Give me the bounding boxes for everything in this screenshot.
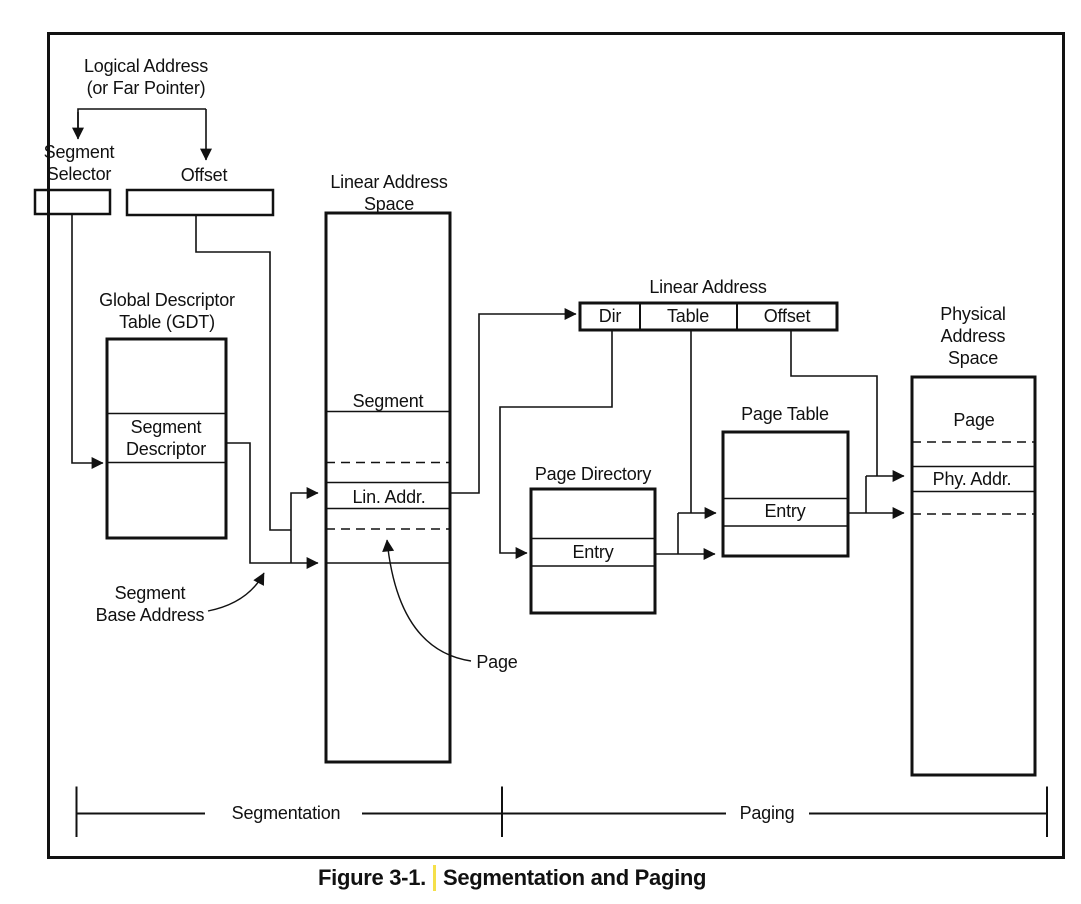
page-table-box (721, 430, 850, 558)
page-row-label: Page (953, 410, 995, 430)
offset-field-label: Offset (763, 306, 811, 326)
physical-address-space-box (910, 375, 1037, 777)
pd-entry-label: Entry (572, 542, 614, 562)
linear-address-space-box (324, 211, 452, 764)
paging-bracket (502, 786, 1048, 837)
segment-base-line (226, 442, 319, 569)
dir-field-label: Dir (598, 306, 622, 326)
phy-addr-row-label: Phy. Addr. (932, 469, 1012, 489)
caption-prefix: Figure 3-1. (318, 865, 426, 890)
segment-descriptor-label: Segment Descriptor (125, 417, 207, 459)
las-dashed-rows (326, 461, 450, 530)
physical-address-space-label: Physical Address Space (940, 304, 1006, 368)
gdt-box (105, 337, 228, 540)
page-table-entry-rows (723, 497, 848, 527)
offset-field-line (790, 331, 878, 476)
linear-address-field-dividers (639, 303, 738, 330)
segment-selector-label: Segment Selector (43, 142, 115, 184)
lin-addr-row-label: Lin. Addr. (352, 487, 426, 507)
caption-title: Segmentation and Paging (442, 865, 707, 890)
selector-to-descriptor-line (71, 214, 104, 469)
offset-to-junction-line (195, 216, 291, 531)
dir-to-pd-entry-line (499, 331, 613, 559)
figure-caption: Figure 3-1. Segmentation and Paging (318, 865, 706, 891)
offset-label: Offset (180, 165, 228, 185)
pt-entry-label: Entry (764, 501, 806, 521)
logical-address-label: Logical Address (or Far Pointer) (83, 56, 209, 98)
page-callout-label: Page (476, 652, 518, 672)
linear-address-space-label: Linear Address Space (330, 172, 448, 214)
page-table-label: Page Table (741, 404, 829, 424)
page-directory-box (529, 487, 657, 615)
page-directory-entry-rows (531, 537, 655, 567)
phys-dashed-rows (912, 441, 1035, 515)
paging-bracket-label: Paging (739, 803, 795, 823)
figure-border (47, 32, 1065, 859)
gdt-descriptor-row-lines (107, 412, 226, 464)
linear-address-label: Linear Address (649, 277, 767, 297)
caption-highlight-mark (432, 865, 436, 891)
linear-address-fields-box (578, 301, 839, 332)
segment-base-address-label: Segment Base Address (95, 583, 205, 625)
phys-solid-rows (912, 465, 1035, 493)
table-field-label: Table (666, 306, 710, 326)
segment-selector-box (33, 188, 112, 216)
segmentation-bracket-label: Segmentation (231, 803, 341, 823)
linaddr-to-linear-address-line (450, 308, 577, 494)
logical-address-bracket (77, 108, 206, 135)
segmentation-bracket (75, 786, 503, 837)
page-directory-label: Page Directory (534, 464, 652, 484)
page-callout-curve (382, 539, 472, 662)
segment-row-label: Segment (352, 391, 424, 411)
segment-base-callout-curve (207, 572, 265, 612)
gdt-title-label: Global Descriptor Table (GDT) (99, 290, 235, 332)
offset-box (125, 188, 275, 217)
base-offset-junction-line (290, 487, 319, 563)
las-solid-rows (326, 410, 450, 564)
